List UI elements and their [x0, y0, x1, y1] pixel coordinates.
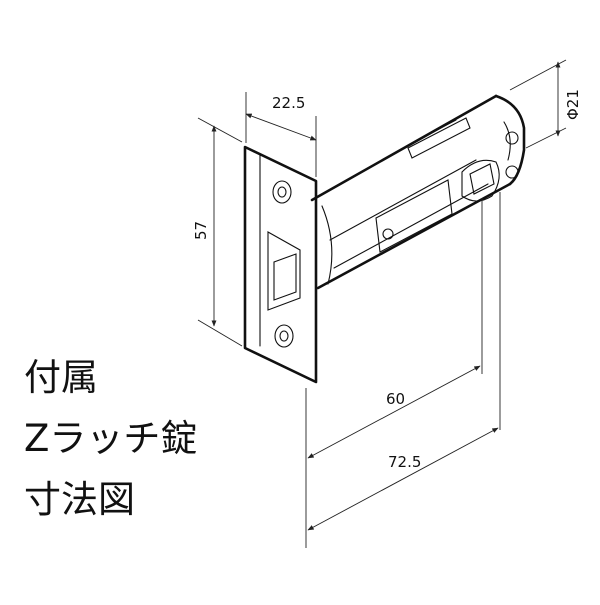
dimension-faceplate-height: 57	[192, 117, 243, 347]
dimension-backset: 60	[305, 198, 483, 548]
dimension-label-faceplate-height: 57	[192, 221, 210, 240]
dimension-label-faceplate-width: 22.5	[272, 94, 305, 112]
latch-body	[310, 94, 526, 290]
dimension-diameter: Φ21	[509, 59, 582, 149]
title-line-1: 付属	[24, 356, 98, 399]
dimension-label-backset: 60	[386, 390, 405, 408]
title-line-2: Zラッチ錠	[24, 417, 197, 460]
drawing-title: 付属 Zラッチ錠 寸法図	[24, 356, 197, 521]
title-line-3: 寸法図	[24, 478, 135, 521]
faceplate	[243, 145, 318, 384]
dimension-label-diameter: Φ21	[564, 89, 582, 120]
dimension-total-length: 72.5	[307, 192, 501, 531]
dimension-label-total-length: 72.5	[388, 453, 421, 471]
dimension-faceplate-width: 22.5	[245, 92, 317, 177]
